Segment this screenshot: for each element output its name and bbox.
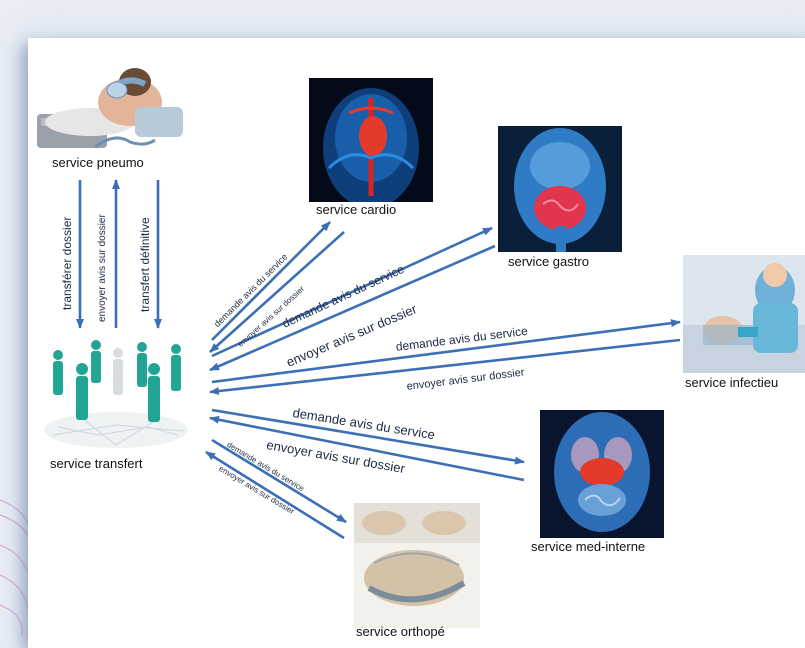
node-label-gastro: service gastro xyxy=(508,254,589,269)
diagram-canvas: service pneumo service cardio service ga… xyxy=(0,0,805,635)
node-label-pneumo: service pneumo xyxy=(52,155,144,170)
edge-label-envoyer-avis-pneumo: envoyer avis sur dossier xyxy=(97,214,108,322)
node-label-med-interne: service med-interne xyxy=(531,539,645,554)
edge-label-transferer-dossier: transférer dossier xyxy=(60,217,74,310)
arrow-demande-infect xyxy=(212,322,680,382)
node-label-cardio: service cardio xyxy=(316,202,396,217)
node-label-infectieux: service infectieu xyxy=(685,375,778,390)
node-label-transfert: service transfert xyxy=(50,456,142,471)
arrow-envoyer-cardio xyxy=(210,232,344,352)
edge-label-transfert-definitive: transfert définitive xyxy=(138,217,152,312)
node-label-orthope: service orthopé xyxy=(356,624,445,639)
